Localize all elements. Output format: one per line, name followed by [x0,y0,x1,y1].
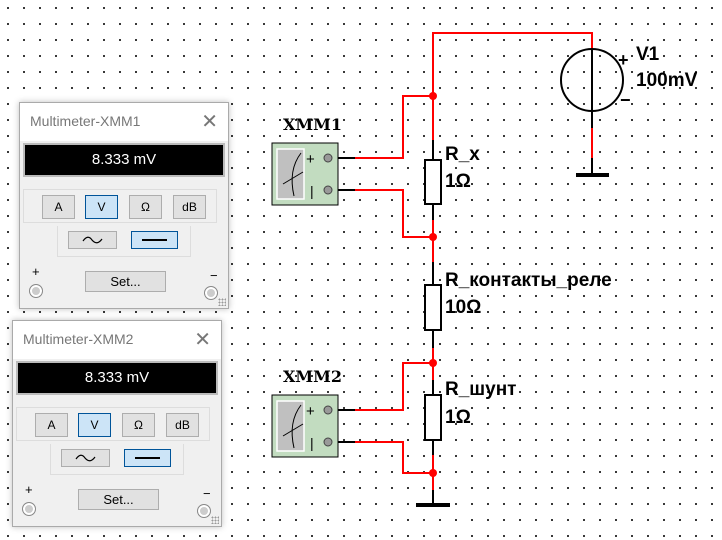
signal-group [50,444,184,475]
dc-button[interactable] [124,449,171,467]
close-icon[interactable]: ✕ [201,111,218,133]
set-button[interactable]: Set... [85,271,166,292]
multimeter-window-xmm1[interactable]: Multimeter-XMM1 ✕ 8.333 mV A V Ω dB + − … [19,102,229,309]
xmm1-plus: + [306,151,315,168]
minus-terminal[interactable] [197,504,211,518]
mode-db-button[interactable]: dB [166,413,199,437]
minus-label: − [210,268,218,283]
multimeter-window-xmm2[interactable]: Multimeter-XMM2 ✕ 8.333 mV A V Ω dB + − … [12,320,222,527]
v1-value: 100mV [636,70,698,91]
xmm2-plus-terminal[interactable] [323,405,333,415]
set-button[interactable]: Set... [78,489,159,510]
mode-v-button[interactable]: V [78,413,111,437]
resistor-r-shunt[interactable]: R_шунт 1Ω [424,379,516,441]
wires[interactable] [355,32,593,490]
mode-v-button[interactable]: V [85,195,118,219]
dc-button[interactable] [131,231,178,249]
title-bar[interactable]: Multimeter-XMM2 ✕ [13,321,221,359]
window-title: Multimeter-XMM1 [30,113,141,129]
reading-display: 8.333 mV [16,361,218,395]
xmm1-plus-terminal[interactable] [323,153,333,163]
r-shunt-value: 1Ω [445,407,471,428]
xmm2-minus-terminal[interactable] [323,437,333,447]
xmm2-minus: | [310,435,314,451]
xmm1-minus: | [310,183,314,199]
dc-line-icon [142,239,167,241]
v1-minus-sign: − [620,90,631,110]
title-bar[interactable]: Multimeter-XMM1 ✕ [20,103,228,141]
xmm1-minus-terminal[interactable] [323,185,333,195]
xmm2-plus: + [306,403,315,420]
r-x-name: R_x [445,144,480,165]
ac-button[interactable] [68,231,117,249]
v1-name: V1 [636,44,660,65]
xmm1-label: XMM1 [283,115,342,134]
ac-wave-icon [82,236,103,244]
junction-dots [429,92,437,477]
xmm2-label: XMM2 [283,367,342,386]
minus-terminal[interactable] [204,286,218,300]
close-icon[interactable]: ✕ [194,329,211,351]
r-kontakty-rele-value: 10Ω [445,297,481,318]
mode-a-button[interactable]: A [35,413,68,437]
multimeter-symbol-xmm1[interactable]: XMM1 + | [271,115,342,206]
mode-group [16,407,210,441]
ac-wave-icon [75,454,96,462]
ac-button[interactable] [61,449,110,467]
dc-line-icon [135,457,160,459]
r-kontakty-rele-name: R_контакты_реле [445,270,612,291]
resize-grip[interactable] [211,516,219,524]
reading-display: 8.333 mV [23,143,225,177]
v1-plus-sign: + [618,50,629,70]
plus-label: + [25,482,33,497]
mode-db-button[interactable]: dB [173,195,206,219]
resistor-r-kontakty-rele[interactable]: R_контакты_реле 10Ω [424,270,612,331]
mode-group [23,189,217,223]
r-x-value: 1Ω [445,171,471,192]
mode-a-button[interactable]: A [42,195,75,219]
resize-grip[interactable] [218,298,226,306]
mode-ohm-button[interactable]: Ω [122,413,155,437]
ground-main-icon [416,503,450,507]
plus-label: + [32,264,40,279]
window-title: Multimeter-XMM2 [23,331,134,347]
voltage-source-v1[interactable]: + − V1 100mV [560,44,698,112]
r-shunt-name: R_шунт [445,379,516,400]
signal-group [57,226,191,257]
ground-v1-icon [576,173,609,177]
resistor-r-x[interactable]: R_x 1Ω [424,144,480,205]
plus-terminal[interactable] [22,502,36,516]
minus-label: − [203,486,211,501]
mode-ohm-button[interactable]: Ω [129,195,162,219]
plus-terminal[interactable] [29,284,43,298]
multimeter-symbol-xmm2[interactable]: XMM2 + | [271,367,342,458]
